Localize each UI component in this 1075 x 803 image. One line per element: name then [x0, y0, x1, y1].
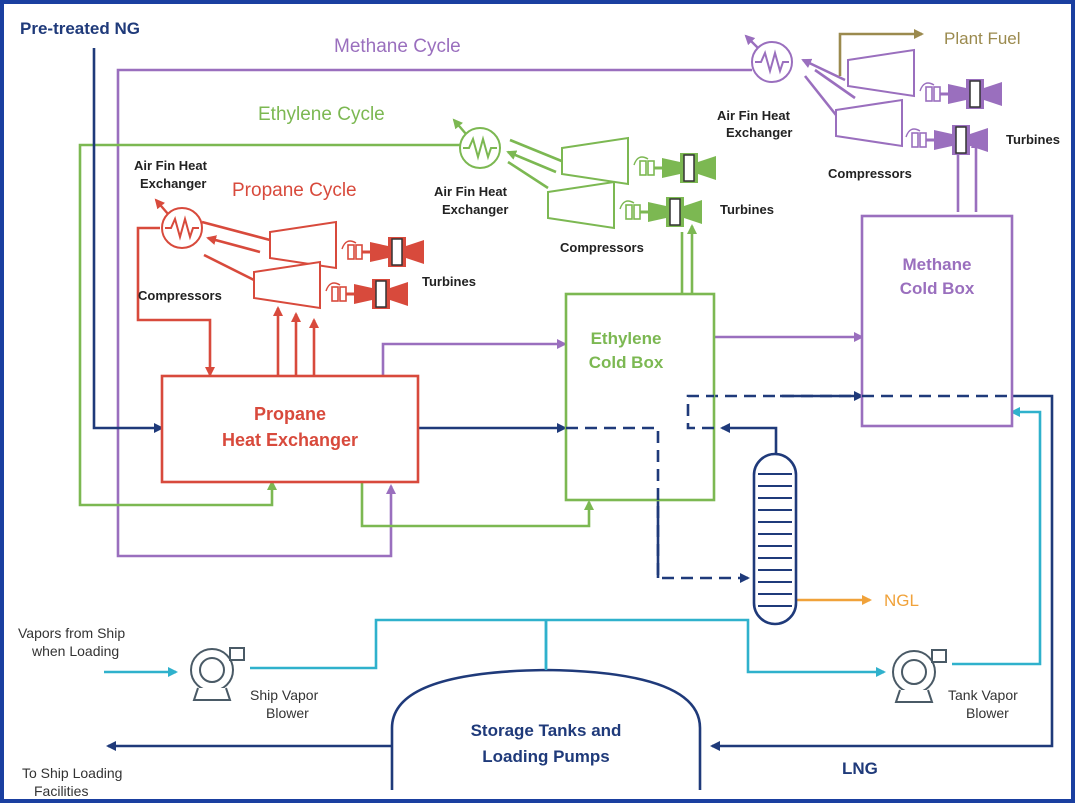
label-storage-1: Storage Tanks and: [471, 721, 622, 740]
label-air-fin-ethylene-1: Air Fin Heat: [434, 184, 508, 199]
plant-fuel-line: [838, 29, 924, 76]
label-methane-cold-box-2: Cold Box: [900, 279, 975, 298]
label-pretreated-ng: Pre-treated NG: [20, 19, 140, 38]
compressor-icon: [847, 49, 915, 97]
label-plant-fuel: Plant Fuel: [944, 29, 1021, 48]
label-turbines-ethylene: Turbines: [720, 202, 774, 217]
fractionation-column-icon: [752, 452, 798, 626]
label-to-ship-1: To Ship Loading: [22, 765, 122, 781]
label-air-fin-propane-1: Air Fin Heat: [134, 158, 208, 173]
turbine-icon: [324, 277, 410, 311]
label-storage-2: Loading Pumps: [482, 747, 610, 766]
label-air-fin-propane-2: Exchanger: [140, 176, 206, 191]
methane-cold-box: [860, 214, 1014, 428]
blower-icon: [892, 649, 947, 703]
label-air-fin-methane-1: Air Fin Heat: [717, 108, 791, 123]
turbine-icon: [618, 195, 704, 229]
label-tank-blower-1: Tank Vapor: [948, 687, 1018, 703]
label-propane-hx-2: Heat Exchanger: [222, 430, 358, 450]
label-to-ship-2: Facilities: [34, 783, 88, 799]
compressor-icon: [835, 99, 903, 147]
label-propane-cycle: Propane Cycle: [232, 180, 357, 201]
label-methane-cycle: Methane Cycle: [334, 36, 461, 57]
label-methane-cold-box-1: Methane: [903, 255, 972, 274]
compressor-icon: [269, 221, 337, 269]
label-ethylene-cold-box-2: Cold Box: [589, 353, 664, 372]
label-compressors-ethylene: Compressors: [560, 240, 644, 255]
compressor-icon: [561, 137, 629, 185]
label-tank-blower-2: Blower: [966, 705, 1009, 721]
label-vapors-1: Vapors from Ship: [18, 625, 125, 641]
label-ngl: NGL: [884, 591, 919, 610]
label-compressors-methane: Compressors: [828, 166, 912, 181]
label-ethylene-cold-box-1: Ethylene: [591, 329, 662, 348]
compressor-icon: [547, 181, 615, 229]
label-turbines-methane: Turbines: [1006, 132, 1060, 147]
label-air-fin-ethylene-2: Exchanger: [442, 202, 508, 217]
label-turbines-propane: Turbines: [422, 274, 476, 289]
label-ship-blower-1: Ship Vapor: [250, 687, 319, 703]
propane-heat-exchanger-box: [160, 374, 420, 484]
label-air-fin-methane-2: Exchanger: [726, 125, 792, 140]
blower-icon: [190, 647, 245, 701]
label-vapors-2: when Loading: [31, 643, 119, 659]
turbine-icon: [918, 77, 1004, 111]
label-propane-hx-1: Propane: [254, 404, 326, 424]
label-compressors-propane: Compressors: [138, 288, 222, 303]
compressor-icon: [253, 261, 321, 309]
turbine-icon: [340, 235, 426, 269]
label-ethylene-cycle: Ethylene Cycle: [258, 104, 385, 125]
label-lng: LNG: [842, 759, 878, 778]
ethylene-cycle-lines: [78, 138, 697, 528]
propane-cycle-lines: [136, 220, 319, 377]
turbine-icon: [632, 151, 718, 185]
label-ship-blower-2: Blower: [266, 705, 309, 721]
